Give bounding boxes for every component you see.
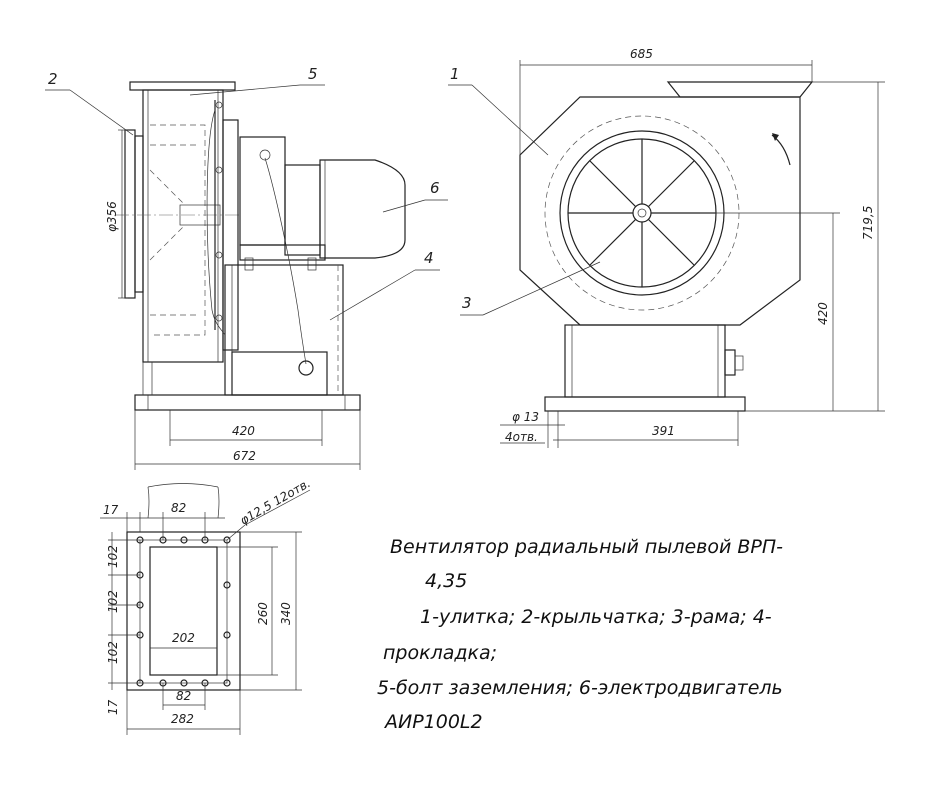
dim-685: 685 — [630, 47, 653, 61]
dim-719-5: 719,5 — [861, 206, 875, 240]
dim-flange-17-bottom: 17 — [106, 699, 120, 715]
dim-391: 391 — [652, 424, 675, 438]
front-view: 685 719,5 420 φ 13 4отв. 391 1 3 — [448, 47, 885, 448]
dim-flange-102-b: 102 — [106, 590, 120, 613]
callout-4: 4 — [424, 249, 434, 267]
dim-420-front: 420 — [816, 302, 830, 325]
dim-flange-102-a: 102 — [106, 545, 120, 568]
dim-420-side: 420 — [232, 424, 255, 438]
dim-diameter-356: φ356 — [105, 201, 119, 232]
dim-flange-17-top: 17 — [103, 503, 119, 517]
callout-6: 6 — [430, 179, 440, 197]
dim-flange-holes: φ12,5 12отв. — [238, 476, 313, 528]
dim-flange-82-top: 82 — [171, 501, 186, 515]
callout-3: 3 — [462, 294, 472, 312]
caption-line-4: прокладка; — [383, 642, 498, 664]
callout-5: 5 — [308, 65, 318, 83]
dim-holes-count-4: 4отв. — [505, 430, 538, 444]
side-view: φ356 420 672 2 5 6 4 — [45, 65, 448, 470]
dim-flange-340: 340 — [279, 602, 293, 625]
caption-line-1: Вентилятор радиальный пылевой ВРП- — [390, 536, 784, 558]
dim-flange-282: 282 — [171, 712, 194, 726]
caption-line-2: 4,35 — [425, 570, 468, 592]
dim-flange-260: 260 — [256, 602, 270, 625]
dim-672: 672 — [233, 449, 256, 463]
caption-line-3: 1-улитка; 2-крыльчатка; 3-рама; 4- — [420, 606, 772, 628]
dim-hole-diameter-13: φ 13 — [512, 410, 539, 424]
callout-1: 1 — [450, 65, 460, 83]
dim-flange-82-bottom: 82 — [176, 689, 191, 703]
dim-flange-202: 202 — [172, 631, 195, 645]
dim-flange-102-c: 102 — [106, 641, 120, 664]
flange-view: 17 82 φ12,5 12отв. 102 102 102 17 202 26… — [100, 476, 313, 735]
caption-line-5: 5-болт заземления; 6-электродвигатель — [377, 677, 783, 699]
caption-line-6: АИР100L2 — [385, 711, 483, 733]
callout-2: 2 — [48, 70, 58, 88]
